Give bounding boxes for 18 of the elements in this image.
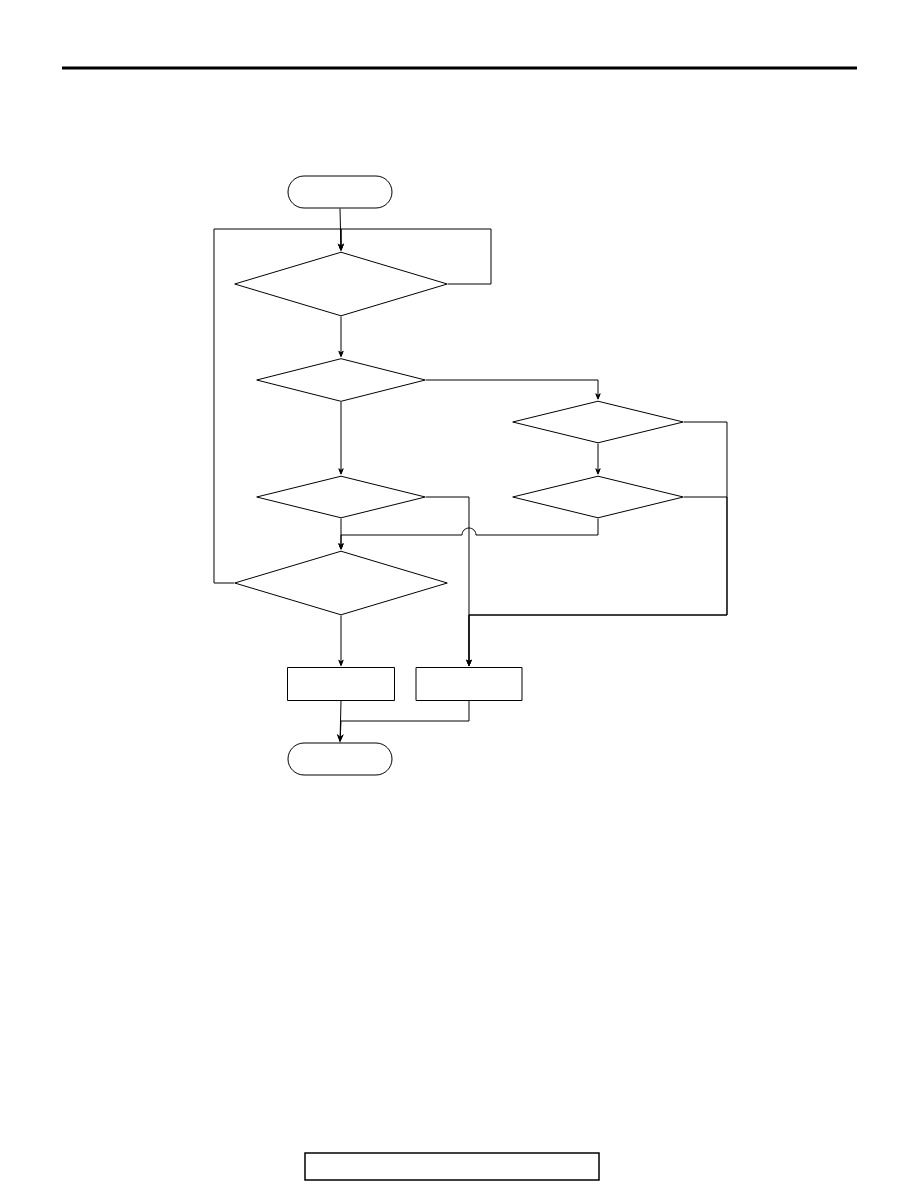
decision-diamond [256, 358, 426, 402]
decision-diamond [512, 400, 684, 444]
arrow [425, 496, 472, 667]
process-box [287, 667, 395, 701]
terminal-shape [287, 175, 393, 209]
arrow [338, 615, 344, 667]
arrow [337, 700, 470, 742]
decision-diamond [234, 251, 448, 317]
decision-diamond [256, 475, 426, 519]
decision-diamond [234, 550, 448, 616]
process-box [415, 667, 523, 701]
arrow [338, 401, 344, 475]
arrow [213, 228, 344, 584]
decision-diamond [512, 475, 684, 519]
arrow [425, 379, 601, 400]
arrow [338, 316, 344, 358]
terminal-shape [287, 742, 393, 776]
arrow [595, 443, 601, 475]
